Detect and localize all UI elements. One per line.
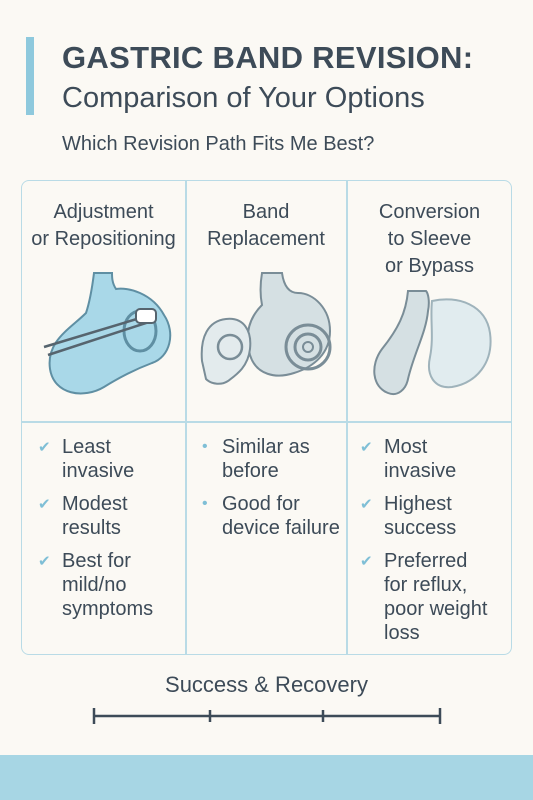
option-text: Highest: [384, 493, 452, 515]
list-item: ✔ Preferred for reflux, poor weight loss: [358, 549, 487, 645]
check-icon: ✔: [38, 496, 51, 513]
list-item: • Good for device failure: [196, 492, 340, 540]
option-text: before: [222, 460, 279, 482]
heading-line: Band: [242, 201, 290, 223]
list-item: ✔ Most invasive: [358, 435, 487, 483]
stomach-band-adjustment-illustration: [43, 272, 172, 395]
option-text: Least: [62, 436, 111, 458]
check-icon: ✔: [360, 496, 373, 513]
option-text: invasive: [384, 460, 457, 482]
check-icon: ✔: [38, 439, 51, 456]
option-text: loss: [384, 622, 420, 644]
column-heading-conversion: Conversion to Sleeve or Bypass: [348, 199, 511, 280]
option-text: Similar as: [222, 436, 310, 458]
heading-line: or Bypass: [385, 255, 474, 277]
option-list-conversion: ✔ Most invasive ✔ Highest success ✔ Pref…: [358, 435, 487, 654]
bullet-icon: •: [202, 495, 208, 512]
title-accent-bar: [26, 37, 34, 115]
band-replacement-illustration: [200, 272, 332, 385]
option-text: mild/no: [62, 574, 127, 596]
option-text: for reflux,: [384, 574, 468, 596]
success-recovery-scale: [92, 708, 442, 724]
sleeve-bypass-illustration: [373, 290, 492, 395]
column-divider: [346, 181, 348, 654]
option-text: Best for: [62, 550, 131, 572]
heading-line: or Repositioning: [31, 228, 176, 250]
check-icon: ✔: [360, 439, 373, 456]
heading-line: Conversion: [378, 201, 481, 223]
list-item: ✔ Highest success: [358, 492, 487, 540]
option-text: Preferred: [384, 550, 468, 572]
option-text: poor weight: [384, 598, 488, 620]
page-subtitle: Comparison of Your Options: [62, 82, 425, 114]
column-divider: [185, 181, 187, 654]
section-question: Which Revision Path Fits Me Best?: [62, 133, 375, 155]
scale-label: Success & Recovery: [165, 672, 368, 697]
check-icon: ✔: [360, 553, 373, 570]
option-text: success: [384, 517, 457, 539]
comparison-table: Adjustment or Repositioning ✔ Least inva…: [21, 180, 512, 655]
column-heading-replacement: Band Replacement: [186, 199, 346, 253]
list-item: ✔ Least invasive: [36, 435, 153, 483]
option-list-adjustment: ✔ Least invasive ✔ Modest results ✔ Best…: [36, 435, 153, 630]
heading-line: to Sleeve: [387, 228, 472, 250]
list-item: ✔ Modest results: [36, 492, 153, 540]
option-list-replacement: • Similar as before • Good for device fa…: [196, 435, 340, 549]
heading-line: Replacement: [207, 228, 325, 250]
option-text: results: [62, 517, 121, 539]
list-item: • Similar as before: [196, 435, 340, 483]
bullet-icon: •: [202, 438, 208, 455]
column-heading-adjustment: Adjustment or Repositioning: [22, 199, 185, 253]
check-icon: ✔: [38, 553, 51, 570]
page-title: GASTRIC BAND REVISION:: [62, 40, 474, 75]
option-text: symptoms: [62, 598, 154, 620]
row-divider: [22, 421, 511, 423]
option-text: invasive: [62, 460, 135, 482]
heading-line: Adjustment: [53, 201, 154, 223]
option-text: Modest: [62, 493, 128, 515]
footer-band: [0, 755, 533, 800]
option-text: device failure: [222, 517, 340, 539]
option-text: Good for: [222, 493, 300, 515]
list-item: ✔ Best for mild/no symptoms: [36, 549, 153, 621]
option-text: Most: [384, 436, 428, 458]
